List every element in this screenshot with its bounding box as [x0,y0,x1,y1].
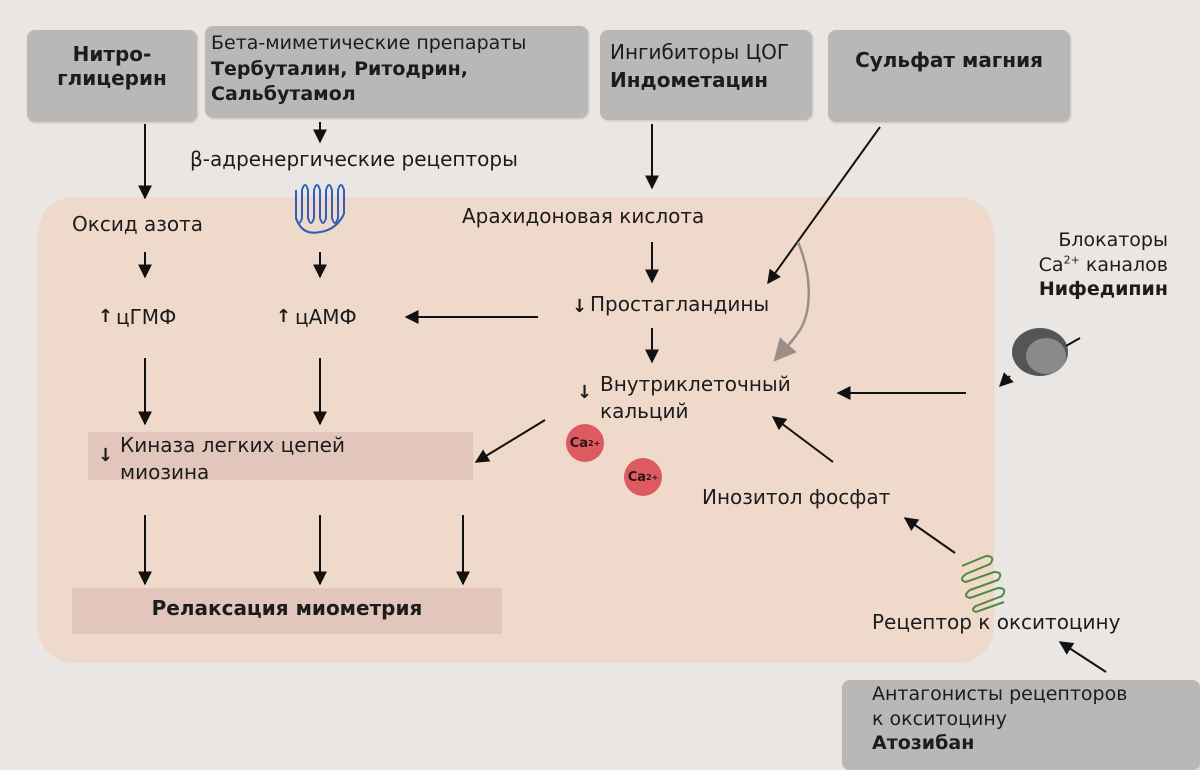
beta-mimetics-box [205,26,588,118]
arachidonic-acid-label: Арахидоновая кислота [462,204,705,228]
ca-channel-blockers-label: Блокаторы Ca2+ каналов Нифедипин [1038,229,1168,301]
magnesium-sulfate-label: Сульфат магния [855,48,1043,72]
magnesium-sulfate-box [828,30,1070,122]
beta-receptors-label: β-адренергические рецепторы [190,147,518,171]
oxytocin-receptor-label: Рецептор к окситоцину [872,610,1121,634]
calcium-channel-icon [999,328,1081,387]
arrow-antagonist-to-receptor [1058,641,1107,673]
cox-inhibitors-label: Ингибиторы ЦОГ Индометацин [610,40,790,92]
prostaglandins-down-mark: ↓ [572,296,588,317]
mlck-down-mark: ↓ [98,445,114,466]
nitric-oxide-label: Оксид азота [72,212,204,236]
relaxation-label: Релаксация миометрия [151,596,423,620]
oxytocin-antagonists-label: Антагонисты рецепторов к окситоцину Атоз… [872,683,1128,755]
mlck-band [88,432,473,480]
relaxation-band [72,588,502,634]
nitroglycerin-label: Нитро-глицерин [57,42,167,90]
cox-inhibitors-box [600,30,812,120]
camp-label: цАМФ [295,305,357,329]
camp-up-mark: ↑ [276,306,292,327]
cgmp-label: цГМФ [116,305,177,329]
cgmp-up-mark: ↑ [98,306,114,327]
inositol-phosphate-label: Инозитол фосфат [702,485,891,509]
beta-mimetics-label: Бета-миметические препараты Тербуталин, … [211,32,527,106]
nitroglycerin-box [27,30,197,122]
intracellular-ca-down-mark: ↓ [577,382,593,403]
prostaglandins-label: Простагландины [590,292,770,316]
oxytocin-antagonists-box [842,680,1200,770]
